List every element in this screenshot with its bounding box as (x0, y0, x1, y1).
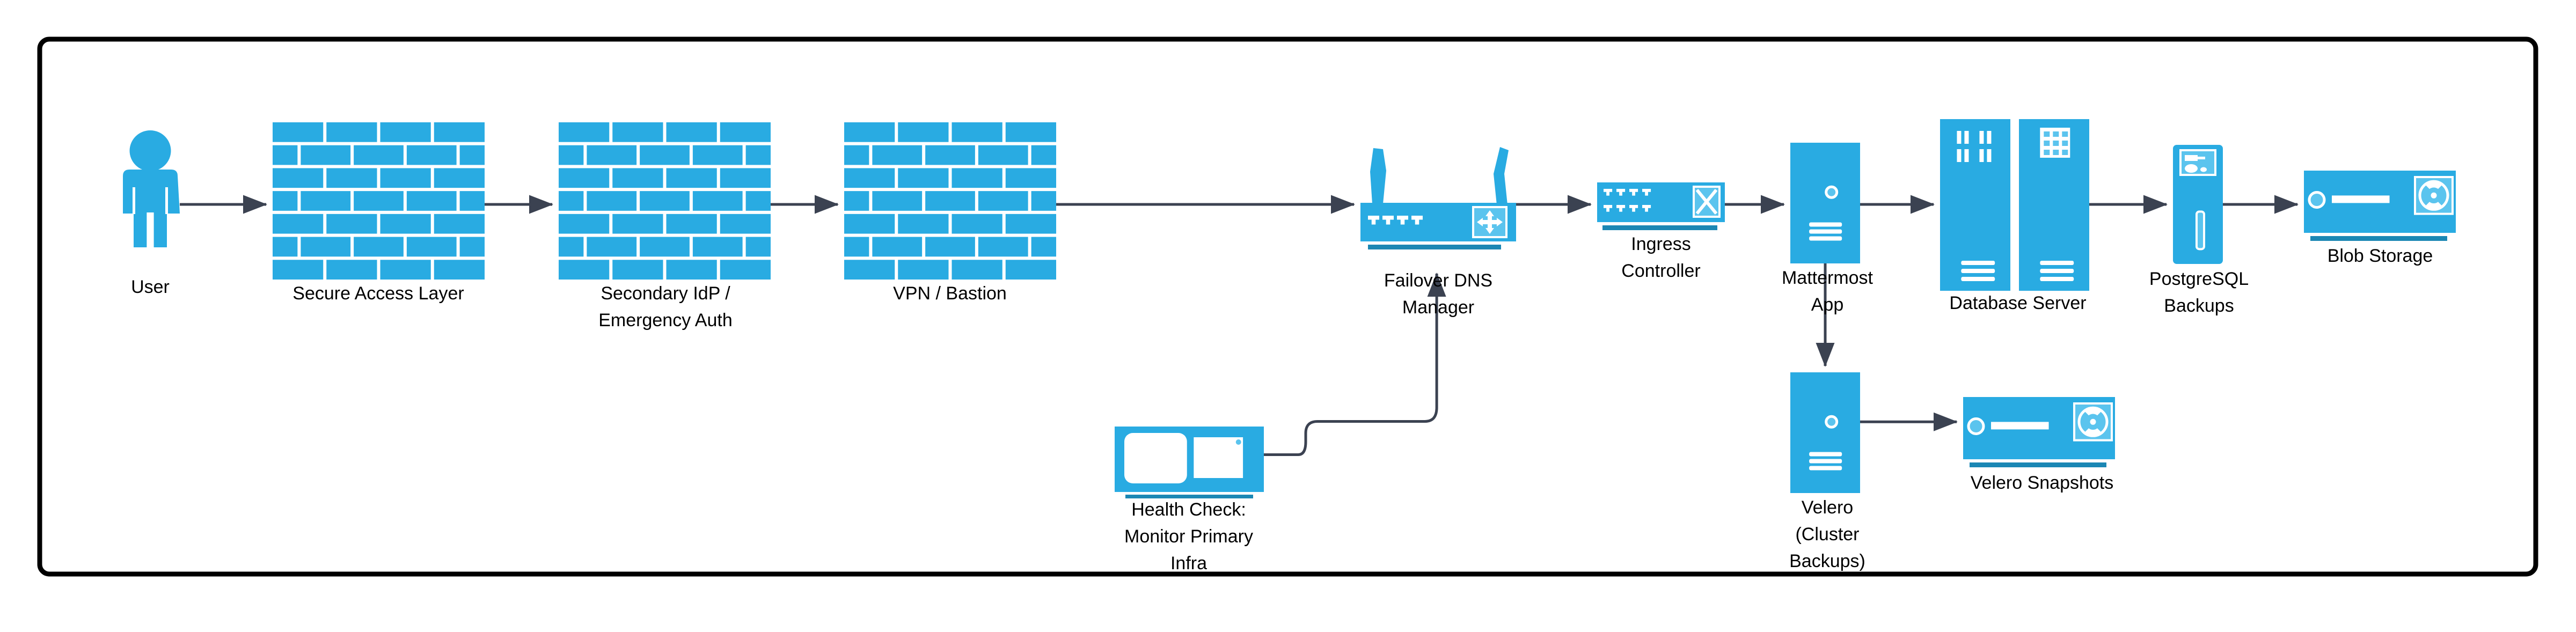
node-label-velero-cluster-backups: Velero (Cluster Backups) (1789, 497, 1865, 571)
node-label-velero-snapshots: Velero Snapshots (1970, 473, 2114, 493)
node-label-health-check: Health Check: Monitor Primary Infra (1124, 499, 1253, 574)
node-label-blob-storage: Blob Storage (2327, 246, 2433, 266)
node-label-postgresql-backups: PostgreSQL Backups (2149, 269, 2249, 316)
node-label-user: User (131, 277, 170, 297)
node-label-ingress-controller: Ingress Controller (1621, 234, 1701, 281)
node-label-secure-access-layer: Secure Access Layer (292, 283, 464, 304)
node-label-failover-dns-manager: Failover DNS Manager (1384, 270, 1493, 318)
node-label-vpn-bastion: VPN / Bastion (893, 283, 1007, 304)
node-label-database-server: Database Server (1949, 293, 2087, 313)
node-label-secondary-idp: Secondary IdP / Emergency Auth (598, 283, 733, 330)
node-label-mattermost-app: Mattermost App (1781, 268, 1874, 315)
